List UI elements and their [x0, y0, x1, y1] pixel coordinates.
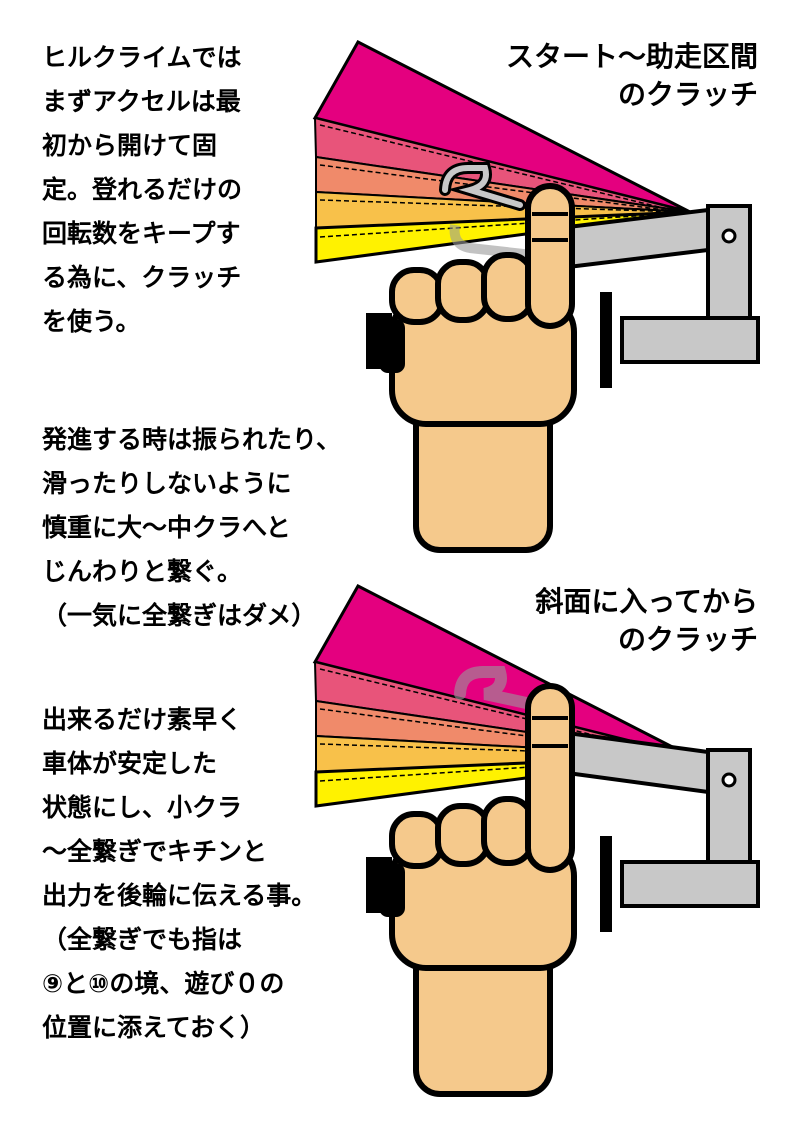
intro-line: 定。登れるだけの [42, 175, 243, 204]
caption-top-line: スタート〜助走区間 [505, 40, 758, 73]
slope-line: 状態にし、小クラ [42, 793, 243, 822]
caption-bottom-line: 斜面に入ってから [535, 585, 758, 618]
intro-line: 初から開けて固 [42, 131, 218, 160]
slope-text: 出来るだけ素早く車体が安定した状態にし、小クラ〜全繋ぎでキチンと出力を後輪に伝え… [42, 698, 316, 1050]
clutch-illustration-start [312, 40, 760, 553]
start-line: 発進する時は振られたり、 [42, 425, 342, 454]
slope-line: 車体が安定した [42, 749, 218, 778]
intro-line: まずアクセルは最 [42, 87, 241, 116]
intro-line: 回転数をキープす [42, 219, 241, 248]
slope-line: 位置に添えておく） [42, 1013, 266, 1042]
caption-top: スタート〜助走区間 のクラッチ [506, 38, 758, 114]
start-text: 発進する時は振られたり、滑ったりしないように慎重に大〜中クラへとじんわりと繋ぐ。… [42, 418, 341, 638]
clutch-lever-icon [366, 162, 760, 388]
slope-line: 出来るだけ素早く [42, 705, 243, 734]
start-line: じんわりと繋ぐ。 [42, 557, 243, 586]
slope-line: ⑨と⑩の境、遊び０の [42, 969, 285, 998]
caption-top-line: のクラッチ [617, 78, 758, 111]
start-line: 滑ったりしないように [42, 469, 292, 498]
start-line: （一気に全繋ぎはダメ） [42, 601, 317, 630]
hand-pulling-clutch-icon [379, 683, 577, 1097]
intro-line: ヒルクライムでは [42, 43, 242, 72]
caption-bottom: 斜面に入ってから のクラッチ [535, 583, 758, 659]
intro-line: る為に、クラッチ [42, 263, 242, 292]
slope-line: （全繋ぎでも指は [42, 925, 243, 954]
slope-line: 〜全繋ぎでキチンと [42, 837, 268, 866]
intro-line: を使う。 [42, 307, 141, 336]
hand-pulling-clutch-icon [379, 183, 577, 553]
intro-text: ヒルクライムではまずアクセルは最初から開けて固定。登れるだけの回転数をキープする… [42, 36, 242, 344]
slope-line: 出力を後輪に伝える事。 [42, 881, 317, 910]
clutch-illustration-slope [312, 584, 760, 1097]
caption-bottom-line: のクラッチ [617, 623, 758, 656]
start-line: 慎重に大〜中クラへと [42, 513, 291, 542]
